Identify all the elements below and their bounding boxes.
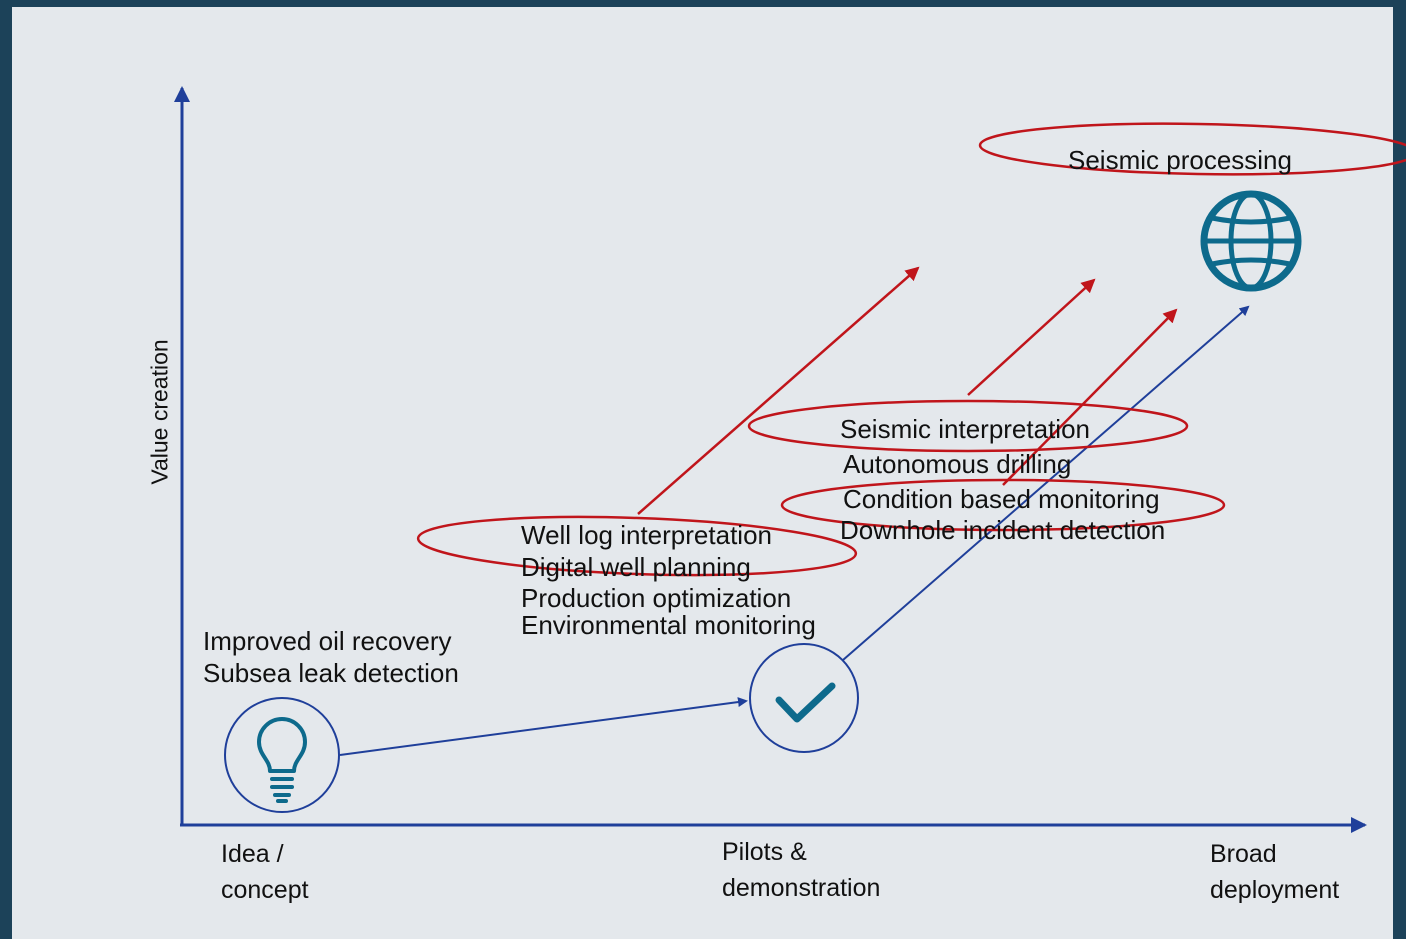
stage-label-idea-line2: concept bbox=[221, 876, 309, 904]
lightbulb-icon bbox=[224, 697, 340, 813]
use-case-item: Environmental monitoring bbox=[521, 609, 816, 640]
stage-label-deployment: Broad deployment bbox=[1210, 836, 1339, 908]
progression-arrow-pilot-to-deploy bbox=[842, 305, 1250, 661]
use-case-item: Subsea leak detection bbox=[203, 658, 459, 688]
stage-label-deployment-line1: Broad bbox=[1210, 840, 1277, 868]
stage-label-pilots-line1: Pilots & bbox=[722, 838, 807, 866]
stage-label-pilots-line2: demonstration bbox=[722, 874, 881, 902]
use-case-item: Production optimization bbox=[521, 583, 792, 613]
idea-use-cases: Improved oil recovery Subsea leak detect… bbox=[203, 625, 459, 689]
highlight-ellipse-seismic-interpretation bbox=[747, 399, 1189, 453]
mid-use-cases: Seismic interpretation Autonomous drilli… bbox=[840, 412, 1165, 548]
red-arrow-1 bbox=[637, 266, 920, 515]
red-arrow-2 bbox=[967, 278, 1096, 396]
use-case-item: Condition based monitoring bbox=[843, 484, 1160, 514]
use-case-item: Seismic interpretation bbox=[840, 414, 1090, 444]
pilot-use-cases: Well log interpretation Digital well pla… bbox=[521, 520, 816, 641]
stage-label-idea: Idea / concept bbox=[221, 836, 309, 908]
highlight-ellipse-well-log bbox=[416, 515, 858, 577]
use-case-item: Digital well planning bbox=[521, 551, 751, 582]
globe-icon bbox=[1200, 190, 1302, 292]
checkmark-icon bbox=[749, 643, 859, 753]
diagram-panel bbox=[12, 7, 1393, 939]
deployment-use-cases: Seismic processing bbox=[1068, 144, 1292, 176]
progression-arrow-idea-to-pilot bbox=[339, 697, 748, 756]
y-axis-label-text: Value creation bbox=[146, 339, 173, 485]
stage-label-idea-line1: Idea / bbox=[221, 840, 284, 868]
use-case-item: Well log interpretation bbox=[521, 520, 772, 550]
use-case-item: Downhole incident detection bbox=[840, 515, 1166, 545]
red-arrow-3 bbox=[1002, 308, 1178, 486]
stage-label-deployment-line2: deployment bbox=[1210, 876, 1340, 904]
use-case-item: Seismic processing bbox=[1068, 145, 1292, 175]
use-case-item: Autonomous drilling bbox=[843, 449, 1072, 479]
highlight-ellipse-seismic-processing bbox=[978, 122, 1406, 176]
stage-label-pilots: Pilots & demonstration bbox=[722, 834, 880, 906]
highlight-ellipse-condition-monitoring bbox=[780, 478, 1226, 532]
use-case-item: Improved oil recovery bbox=[203, 626, 452, 656]
